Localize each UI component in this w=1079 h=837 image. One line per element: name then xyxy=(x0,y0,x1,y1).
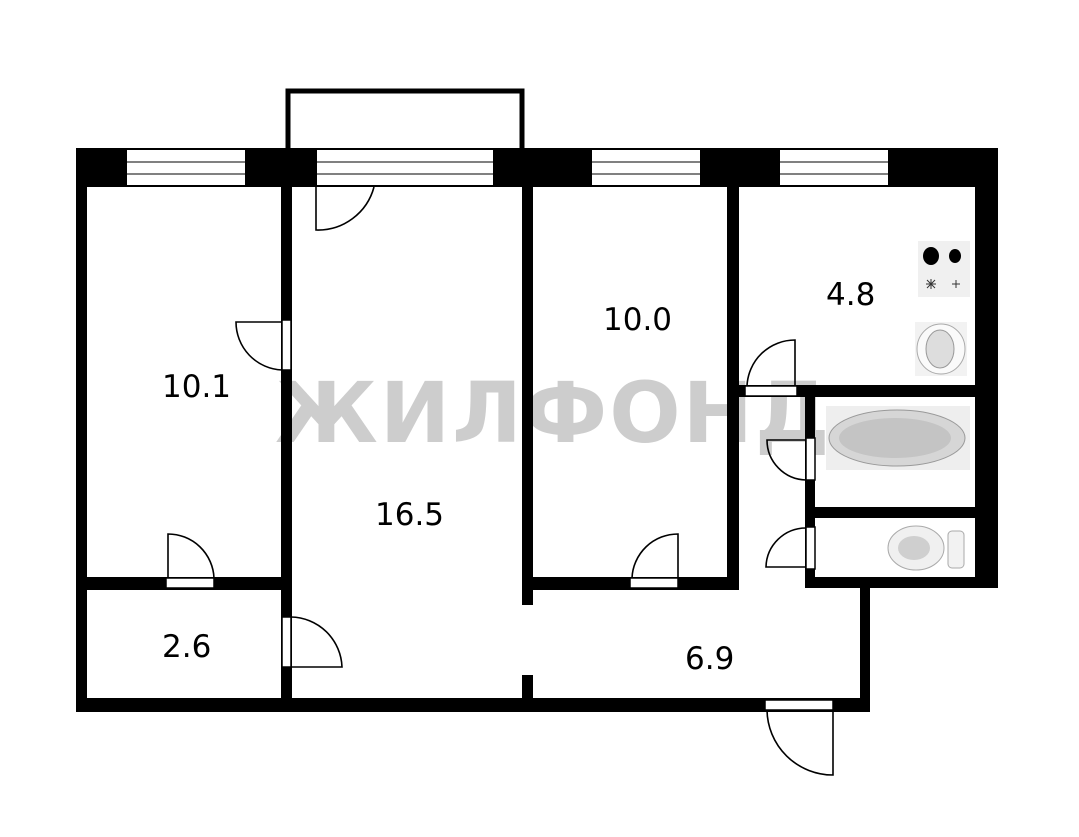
room-area-label: 2.6 xyxy=(162,629,211,665)
bathtub-icon xyxy=(826,406,970,470)
entrance-door xyxy=(766,709,834,776)
room-area-label: 10.1 xyxy=(162,369,231,405)
room-area-label: 4.8 xyxy=(826,277,875,313)
windows xyxy=(127,150,888,185)
toilet-icon xyxy=(887,525,965,571)
fixtures xyxy=(826,241,970,571)
window xyxy=(317,150,493,185)
stove-icon xyxy=(918,241,970,297)
room-area-label: 6.9 xyxy=(685,641,734,677)
window xyxy=(592,150,700,185)
door-left-room-lower xyxy=(167,533,215,579)
doors xyxy=(165,186,834,776)
room-area-label: 10.0 xyxy=(603,302,672,338)
sink-icon xyxy=(915,322,967,376)
balcony-door xyxy=(315,186,375,231)
door-storage xyxy=(290,616,343,668)
door-middle-room xyxy=(631,533,679,579)
balcony xyxy=(285,88,525,156)
room-labels: 10.1 16.5 10.0 4.8 2.6 6.9 xyxy=(162,277,875,677)
window xyxy=(127,150,245,185)
door-kitchen xyxy=(746,339,796,387)
door-bathroom xyxy=(766,439,807,481)
window xyxy=(780,150,888,185)
door-left-room xyxy=(235,321,283,371)
door-toilet xyxy=(765,527,807,568)
room-area-label: 16.5 xyxy=(375,497,444,533)
